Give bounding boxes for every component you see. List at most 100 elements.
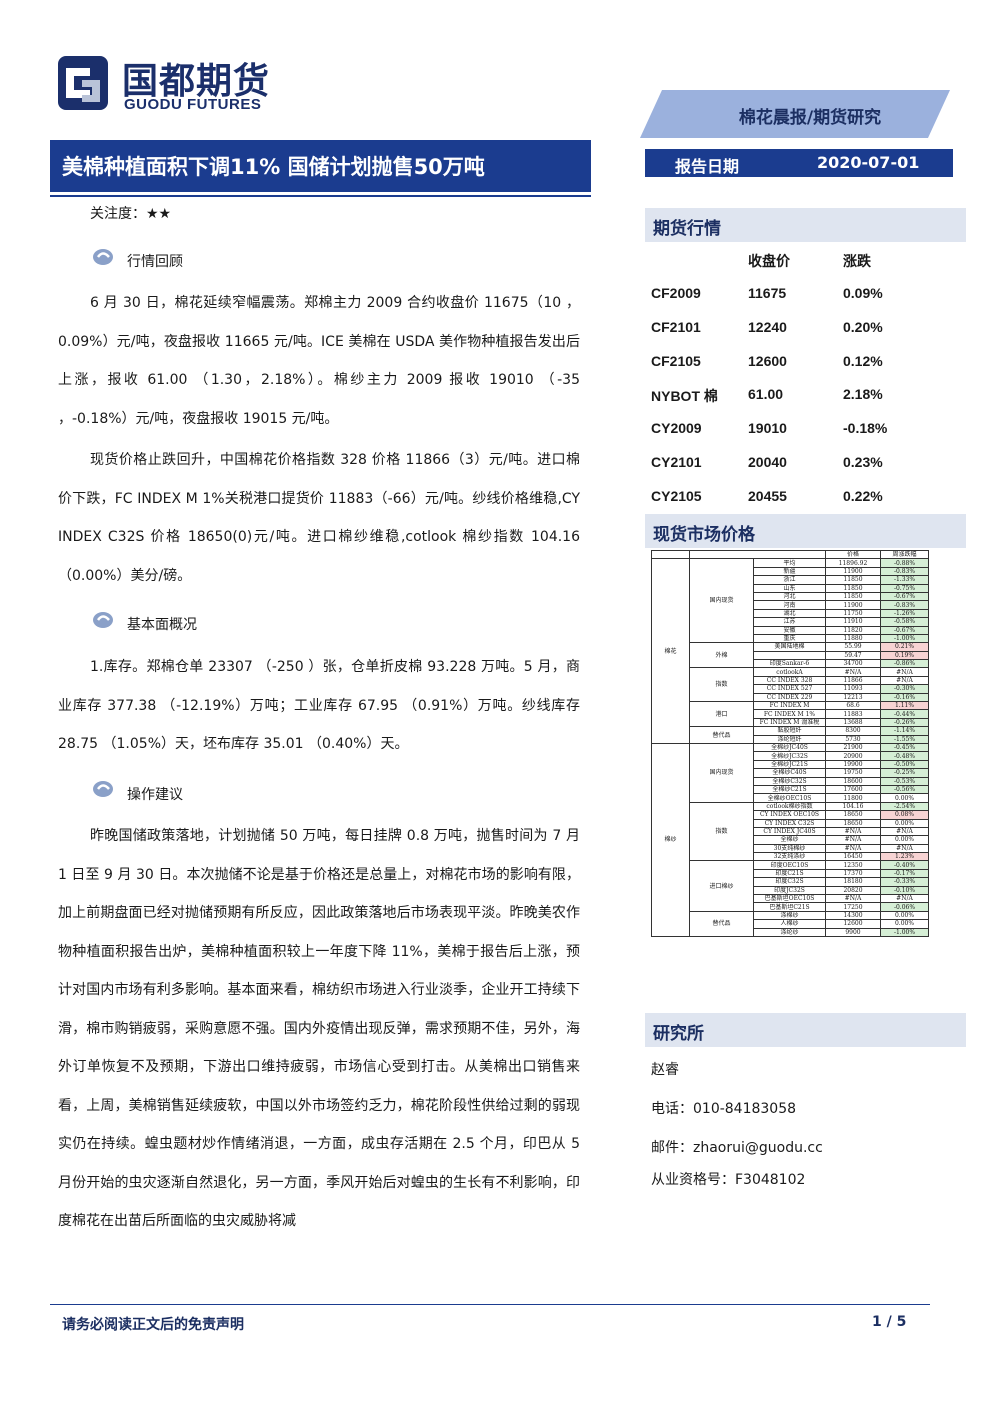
item-change-cell: -0.06% xyxy=(880,902,929,912)
logo-text-cn: 国都期货 xyxy=(122,61,271,102)
section-bullet-icon xyxy=(93,249,113,265)
item-name-cell: 涤纶纱 xyxy=(753,927,826,937)
item-name-cell: 全棉纱C40S xyxy=(753,768,826,778)
item-price-cell: 11750 xyxy=(825,608,881,619)
group-cell: 指数 xyxy=(689,667,754,703)
item-change-cell: -0.88% xyxy=(880,558,929,568)
item-name-cell: CY INDEX JC40S xyxy=(753,826,826,837)
item-name-cell: cotlookA xyxy=(753,667,826,677)
item-price-cell: 18650 xyxy=(825,818,881,828)
group-cell: 进口棉纱 xyxy=(689,860,754,912)
report-category: 棉花晨报/期货研究 xyxy=(738,108,882,128)
header-banner-shape xyxy=(640,90,950,138)
item-name-cell: 全棉纱C21S xyxy=(753,784,826,795)
item-price-cell: 20900 xyxy=(825,751,881,761)
item-name-cell: FC INDEX M 滑准税 xyxy=(753,717,826,728)
item-change-cell: -1.55% xyxy=(880,734,929,745)
item-name-cell: 江苏 xyxy=(753,617,826,627)
item-price-cell: 18600 xyxy=(825,776,881,786)
item-name-cell: 涤纶短纤 xyxy=(753,734,826,745)
item-change-cell: -0.48% xyxy=(880,751,929,761)
review-paragraph-2: 现货价格止跌回升，中国棉花价格指数 328 价格 11866（3）元/吨。进口棉… xyxy=(58,452,580,584)
item-change-cell: -0.26% xyxy=(880,717,929,728)
item-price-cell: 11093 xyxy=(825,684,881,694)
futures-change-cell: -0.18% xyxy=(843,420,888,437)
item-price-cell: 13688 xyxy=(825,717,881,728)
section-bullet-icon xyxy=(93,612,113,628)
futures-code-cell: NYBOT 棉 xyxy=(651,388,718,405)
item-price-cell: 19900 xyxy=(825,759,881,770)
item-change-cell: -0.75% xyxy=(880,583,929,593)
item-change-cell: -0.45% xyxy=(880,742,929,753)
futures-col-change: 涨跌 xyxy=(843,254,871,270)
futures-code-cell: CF2101 xyxy=(651,318,701,335)
item-price-cell: 21900 xyxy=(825,742,881,753)
item-name-cell: 平均 xyxy=(753,558,826,568)
item-change-cell: 1.11% xyxy=(880,701,929,711)
item-price-cell: 5730 xyxy=(825,734,881,745)
item-name-cell: 全棉纱JC32S xyxy=(753,751,826,761)
group-cell: 国内现货 xyxy=(689,742,754,803)
item-name-cell: 印度Sankar-6 xyxy=(753,659,826,669)
header-cell xyxy=(689,549,826,560)
item-change-cell: -0.10% xyxy=(880,885,929,896)
item-price-cell: 11900 xyxy=(825,600,881,610)
item-name-cell: 黏胶短纤 xyxy=(753,726,826,736)
title-bar xyxy=(50,140,591,192)
item-change-cell: -0.83% xyxy=(880,600,929,610)
category-cell: 棉花 xyxy=(651,558,690,744)
item-name-cell: 印度OEC10S xyxy=(753,860,826,870)
item-name-cell: 山东 xyxy=(753,583,826,593)
futures-change-cell: 2.18% xyxy=(843,386,883,403)
item-price-cell: 11850 xyxy=(825,575,881,585)
item-price-cell: 20820 xyxy=(825,885,881,896)
item-name-cell xyxy=(753,650,826,661)
item-change-cell: -0.83% xyxy=(880,566,929,577)
item-change-cell: 0.08% xyxy=(880,810,929,820)
item-name-cell: 新疆 xyxy=(753,566,826,577)
item-change-cell: -0.53% xyxy=(880,776,929,786)
page-number: 1 / 5 xyxy=(872,1314,907,1330)
futures-price-cell: 61.00 xyxy=(748,386,784,403)
research-heading: 研究所 xyxy=(653,1024,704,1044)
advice-paragraph-1: 昨晚国储政策落地，计划抛储 50 万吨，每日挂牌 0.8 万吨，抛售时间为 7 … xyxy=(58,828,580,1229)
item-change-cell: #N/A xyxy=(880,826,929,837)
item-price-cell: 11910 xyxy=(825,617,881,627)
section-heading-fundamentals: 基本面概况 xyxy=(127,617,197,633)
header-price: 价格 xyxy=(825,549,881,560)
futures-code-cell: CF2105 xyxy=(651,352,701,369)
item-price-cell: 11800 xyxy=(825,793,881,803)
item-price-cell: 17250 xyxy=(825,902,881,912)
fundamentals-paragraph-1: 1.库存。郑棉仓单 23307 （-250 ）张，仓单折皮棉 93.228 万吨… xyxy=(58,659,580,752)
item-change-cell: -0.44% xyxy=(880,709,929,719)
futures-price-cell: 20455 xyxy=(748,487,787,504)
item-price-cell: 12213 xyxy=(825,692,881,703)
item-name-cell: 美国陆地棉 xyxy=(753,642,826,652)
item-change-cell: -1.14% xyxy=(880,726,929,736)
report-date-label: 报告日期 xyxy=(675,157,740,176)
item-price-cell: 12600 xyxy=(825,919,881,929)
item-change-cell: #N/A xyxy=(880,843,929,854)
futures-price-cell: 19010 xyxy=(748,420,787,437)
section-heading-advice: 操作建议 xyxy=(127,787,183,803)
item-name-cell: CC INDEX 527 xyxy=(753,684,826,694)
page-title: 美棉种植面积下调11% 国储计划抛售50万吨 xyxy=(62,155,485,179)
item-price-cell: 68.6 xyxy=(825,701,881,711)
header-change: 周涨跌幅 xyxy=(880,549,929,560)
futures-code-cell: CY2101 xyxy=(651,454,702,470)
item-price-cell: 55.99 xyxy=(825,642,881,652)
futures-price-cell: 12600 xyxy=(748,352,787,369)
item-price-cell: 18180 xyxy=(825,877,881,887)
item-price-cell: 11883 xyxy=(825,709,881,719)
item-name-cell: 河北 xyxy=(753,591,826,602)
item-change-cell: -0.16% xyxy=(880,692,929,703)
item-name-cell: 巴基斯坦OEC10S xyxy=(753,893,826,904)
item-price-cell: #N/A xyxy=(825,667,881,677)
item-change-cell: -0.25% xyxy=(880,768,929,778)
